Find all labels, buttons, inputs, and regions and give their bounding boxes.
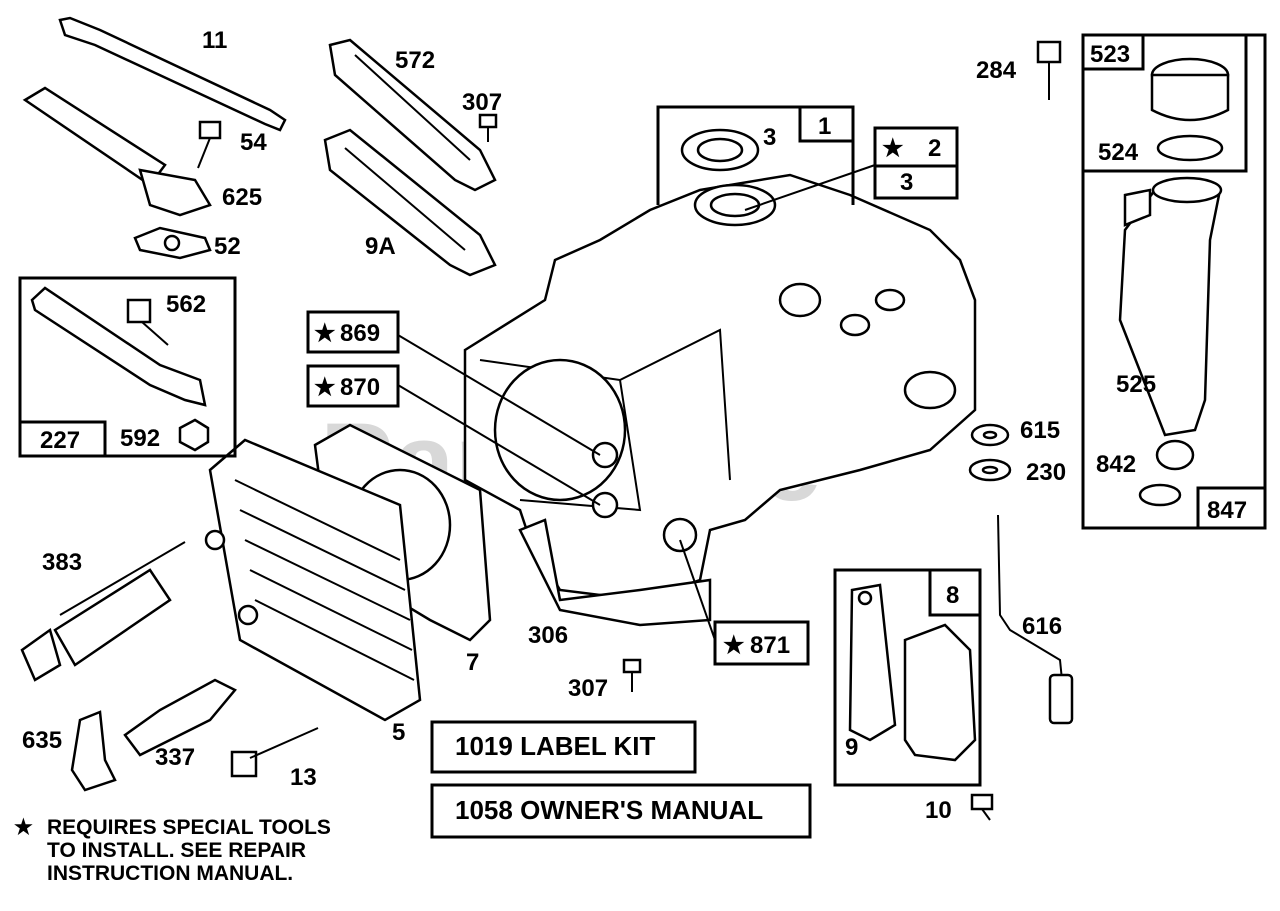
- part-635-elbow[interactable]: [70, 710, 117, 792]
- callout-562: 562: [166, 291, 206, 318]
- callout-383: 383: [42, 549, 82, 576]
- part-11-tube[interactable]: [58, 16, 287, 132]
- part-337-spark-plug[interactable]: [123, 678, 237, 757]
- callout-227: 227: [40, 427, 80, 454]
- callout-7: 7: [466, 649, 479, 676]
- callout-307-top: 307: [462, 89, 502, 116]
- callout-871-star: ★: [723, 632, 745, 659]
- callout-10: 10: [925, 797, 952, 824]
- callout-572: 572: [395, 47, 435, 74]
- part-5-cylinder-head[interactable]: [204, 438, 422, 722]
- callout-525: 525: [1116, 371, 1156, 398]
- part-525-fill-tube[interactable]: [1118, 176, 1223, 437]
- callout-592: 592: [120, 425, 160, 452]
- callout-11: 11: [202, 27, 227, 54]
- callout-box-2: [873, 126, 959, 168]
- callout-869-star: ★: [314, 320, 336, 347]
- part-9-breather-gasket[interactable]: [848, 583, 897, 742]
- part-227-bracket[interactable]: [30, 286, 207, 407]
- callout-870-star: ★: [314, 374, 336, 401]
- callout-52: 52: [214, 233, 241, 260]
- callout-2-star: ★: [882, 135, 904, 162]
- callout-3-box: 3: [900, 169, 913, 196]
- callout-871: 871: [750, 632, 790, 659]
- part-1-cylinder-block[interactable]: [463, 173, 977, 602]
- callout-524: 524: [1098, 139, 1139, 166]
- leader-869: [397, 334, 601, 456]
- footnote-line-1: REQUIRES SPECIAL TOOLS: [47, 816, 331, 839]
- callout-box-523: [1081, 33, 1145, 71]
- callout-523: 523: [1090, 41, 1130, 68]
- callout-847: 847: [1207, 497, 1247, 524]
- part-306-gasket[interactable]: [518, 518, 712, 627]
- label-kit-text: 1019 LABEL KIT: [455, 731, 655, 761]
- part-10-screw[interactable]: [970, 793, 994, 821]
- leader-870: [397, 384, 601, 506]
- footnote-line-3: INSTRUCTION MANUAL.: [47, 862, 293, 885]
- group-227-frame: [18, 276, 237, 458]
- footnote-star: ★: [14, 816, 33, 839]
- part-572-gasket[interactable]: [328, 38, 497, 192]
- callout-307-bottom: 307: [568, 675, 608, 702]
- part-13-bolt[interactable]: [230, 727, 319, 778]
- group-1-frame: [656, 105, 855, 205]
- part-52-gasket[interactable]: [133, 226, 212, 260]
- footnote-line-2: TO INSTALL. SEE REPAIR: [47, 839, 306, 862]
- callout-box-870: [306, 364, 400, 408]
- callout-box-847: [1196, 486, 1267, 530]
- callout-box-8: [928, 568, 982, 617]
- callout-230: 230: [1026, 459, 1066, 486]
- callout-5: 5: [392, 719, 405, 746]
- part-383-ignition-module[interactable]: [20, 541, 186, 682]
- callout-870: 870: [340, 374, 380, 401]
- part-284-screw[interactable]: [1036, 40, 1062, 100]
- callout-box-227: [18, 420, 107, 458]
- part-307-screw-bottom[interactable]: [622, 658, 642, 692]
- callout-615: 615: [1020, 417, 1060, 444]
- leader-871: [679, 539, 716, 641]
- callout-box-1: [798, 105, 855, 143]
- part-3-seal[interactable]: [680, 128, 760, 172]
- part-54-breather-tube[interactable]: [22, 86, 212, 217]
- owners-manual-text: 1058 OWNER'S MANUAL: [455, 795, 763, 825]
- part-592-nut[interactable]: [178, 418, 210, 452]
- part-54-screw[interactable]: [197, 120, 222, 169]
- callout-337: 337: [155, 744, 195, 771]
- callout-8: 8: [946, 582, 959, 609]
- part-230-washer[interactable]: [968, 458, 1012, 482]
- callout-box-3: [873, 164, 959, 200]
- part-615-washer[interactable]: [970, 423, 1010, 447]
- callout-842: 842: [1096, 451, 1136, 478]
- callout-2: 2: [928, 135, 941, 162]
- callout-635: 635: [22, 727, 62, 754]
- kit-box-label: [430, 720, 697, 774]
- leader-2: [744, 164, 876, 211]
- kit-box-manual: [430, 783, 812, 839]
- part-9a-gasket[interactable]: [323, 128, 497, 277]
- callout-1: 1: [818, 113, 831, 140]
- part-8-breather[interactable]: [903, 623, 977, 762]
- callout-616: 616: [1022, 613, 1062, 640]
- callout-3-seal: 3: [763, 124, 776, 151]
- callout-54: 54: [240, 129, 267, 156]
- part-842-oring[interactable]: [1138, 439, 1195, 507]
- callout-625: 625: [222, 184, 262, 211]
- group-523-frame: [1081, 33, 1248, 173]
- part-562-bolt[interactable]: [126, 298, 169, 346]
- callout-13: 13: [290, 764, 317, 791]
- callout-306: 306: [528, 622, 568, 649]
- part-307-screw-top[interactable]: [478, 113, 498, 142]
- callout-869: 869: [340, 320, 380, 347]
- group-8-frame: [833, 568, 982, 787]
- callout-284: 284: [976, 57, 1017, 84]
- part-616-dipstick[interactable]: [997, 514, 1074, 725]
- part-524-cap[interactable]: [1150, 57, 1230, 162]
- callout-box-871: [713, 620, 810, 666]
- callout-9: 9: [845, 734, 858, 761]
- callout-9a: 9A: [365, 233, 396, 260]
- callout-box-869: [306, 310, 400, 354]
